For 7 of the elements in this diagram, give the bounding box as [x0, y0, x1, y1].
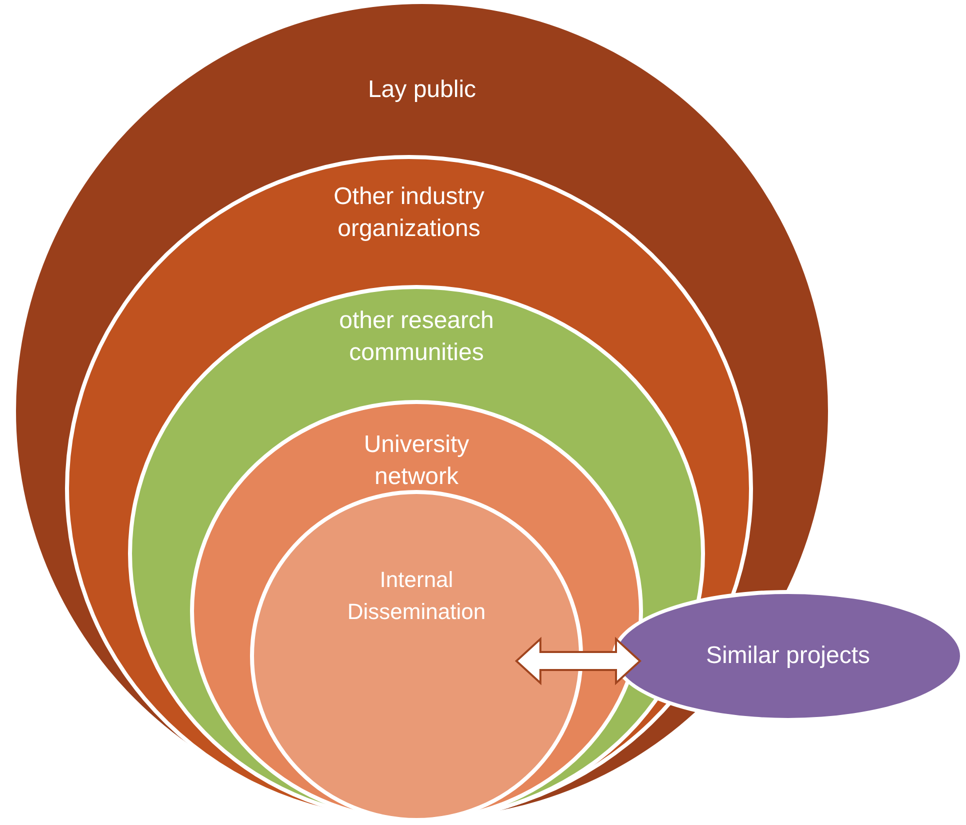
- circle-label: University network: [362, 430, 470, 492]
- circle-label: other research communities: [338, 306, 495, 368]
- circle-label: Other industry organizations: [332, 182, 486, 244]
- circle-label: Lay public: [366, 75, 478, 105]
- circle-label: Similar projects: [704, 641, 872, 671]
- double-arrow: [514, 636, 642, 686]
- circle-label: Internal Dissemination: [346, 566, 487, 626]
